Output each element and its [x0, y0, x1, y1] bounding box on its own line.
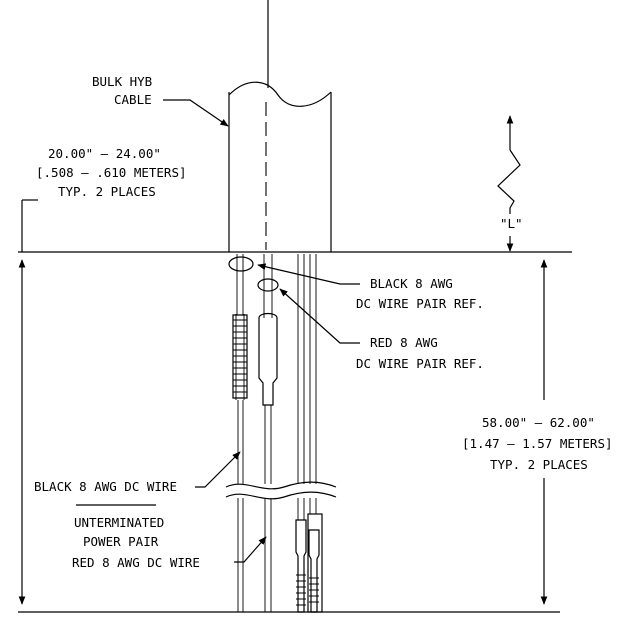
red-wire	[258, 254, 278, 612]
black-ref-label-line2: DC WIRE PAIR REF.	[356, 296, 484, 311]
red-wire-ref-oval	[257, 278, 279, 292]
red-wire-label: RED 8 AWG DC WIRE	[72, 555, 200, 570]
bulk-cable-leader	[163, 99, 229, 127]
upper-dim-text-line1: 20.00" – 24.00"	[48, 146, 161, 161]
red-ref-leader	[279, 288, 360, 344]
red-ref-label-line2: DC WIRE PAIR REF.	[356, 356, 484, 371]
bulk-cable-label-line1: BULK HYB	[92, 74, 152, 89]
length-l-indicator	[497, 115, 521, 252]
wire-break-marks	[225, 481, 338, 500]
bulk-cable-label-line2: CABLE	[114, 92, 152, 107]
lower-dim-text-line1: 58.00" – 62.00"	[482, 415, 595, 430]
lower-dim-text-line2: [1.47 – 1.57 METERS]	[462, 436, 613, 451]
length-symbol: "L"	[500, 216, 523, 231]
unterminated-label-line2: POWER PAIR	[83, 534, 159, 549]
black-wire-leader	[195, 451, 241, 488]
unterminated-label-line1: UNTERMINATED	[74, 515, 164, 530]
bulk-cable-body	[228, 81, 332, 252]
left-dimension-line	[18, 199, 34, 605]
black-wire-ref-oval	[228, 256, 254, 272]
black-ref-label-line1: BLACK 8 AWG	[370, 276, 453, 291]
black-wire-label: BLACK 8 AWG DC WIRE	[34, 479, 177, 494]
upper-dim-text-line2: [.508 – .610 METERS]	[36, 165, 187, 180]
red-ref-label-line1: RED 8 AWG	[370, 335, 438, 350]
black-wire	[232, 254, 248, 612]
lower-dim-text-line3: TYP. 2 PLACES	[490, 457, 588, 472]
red-wire-leader	[234, 536, 267, 563]
upper-dim-text-line3: TYP. 2 PLACES	[58, 184, 156, 199]
black-ref-leader	[257, 263, 360, 285]
